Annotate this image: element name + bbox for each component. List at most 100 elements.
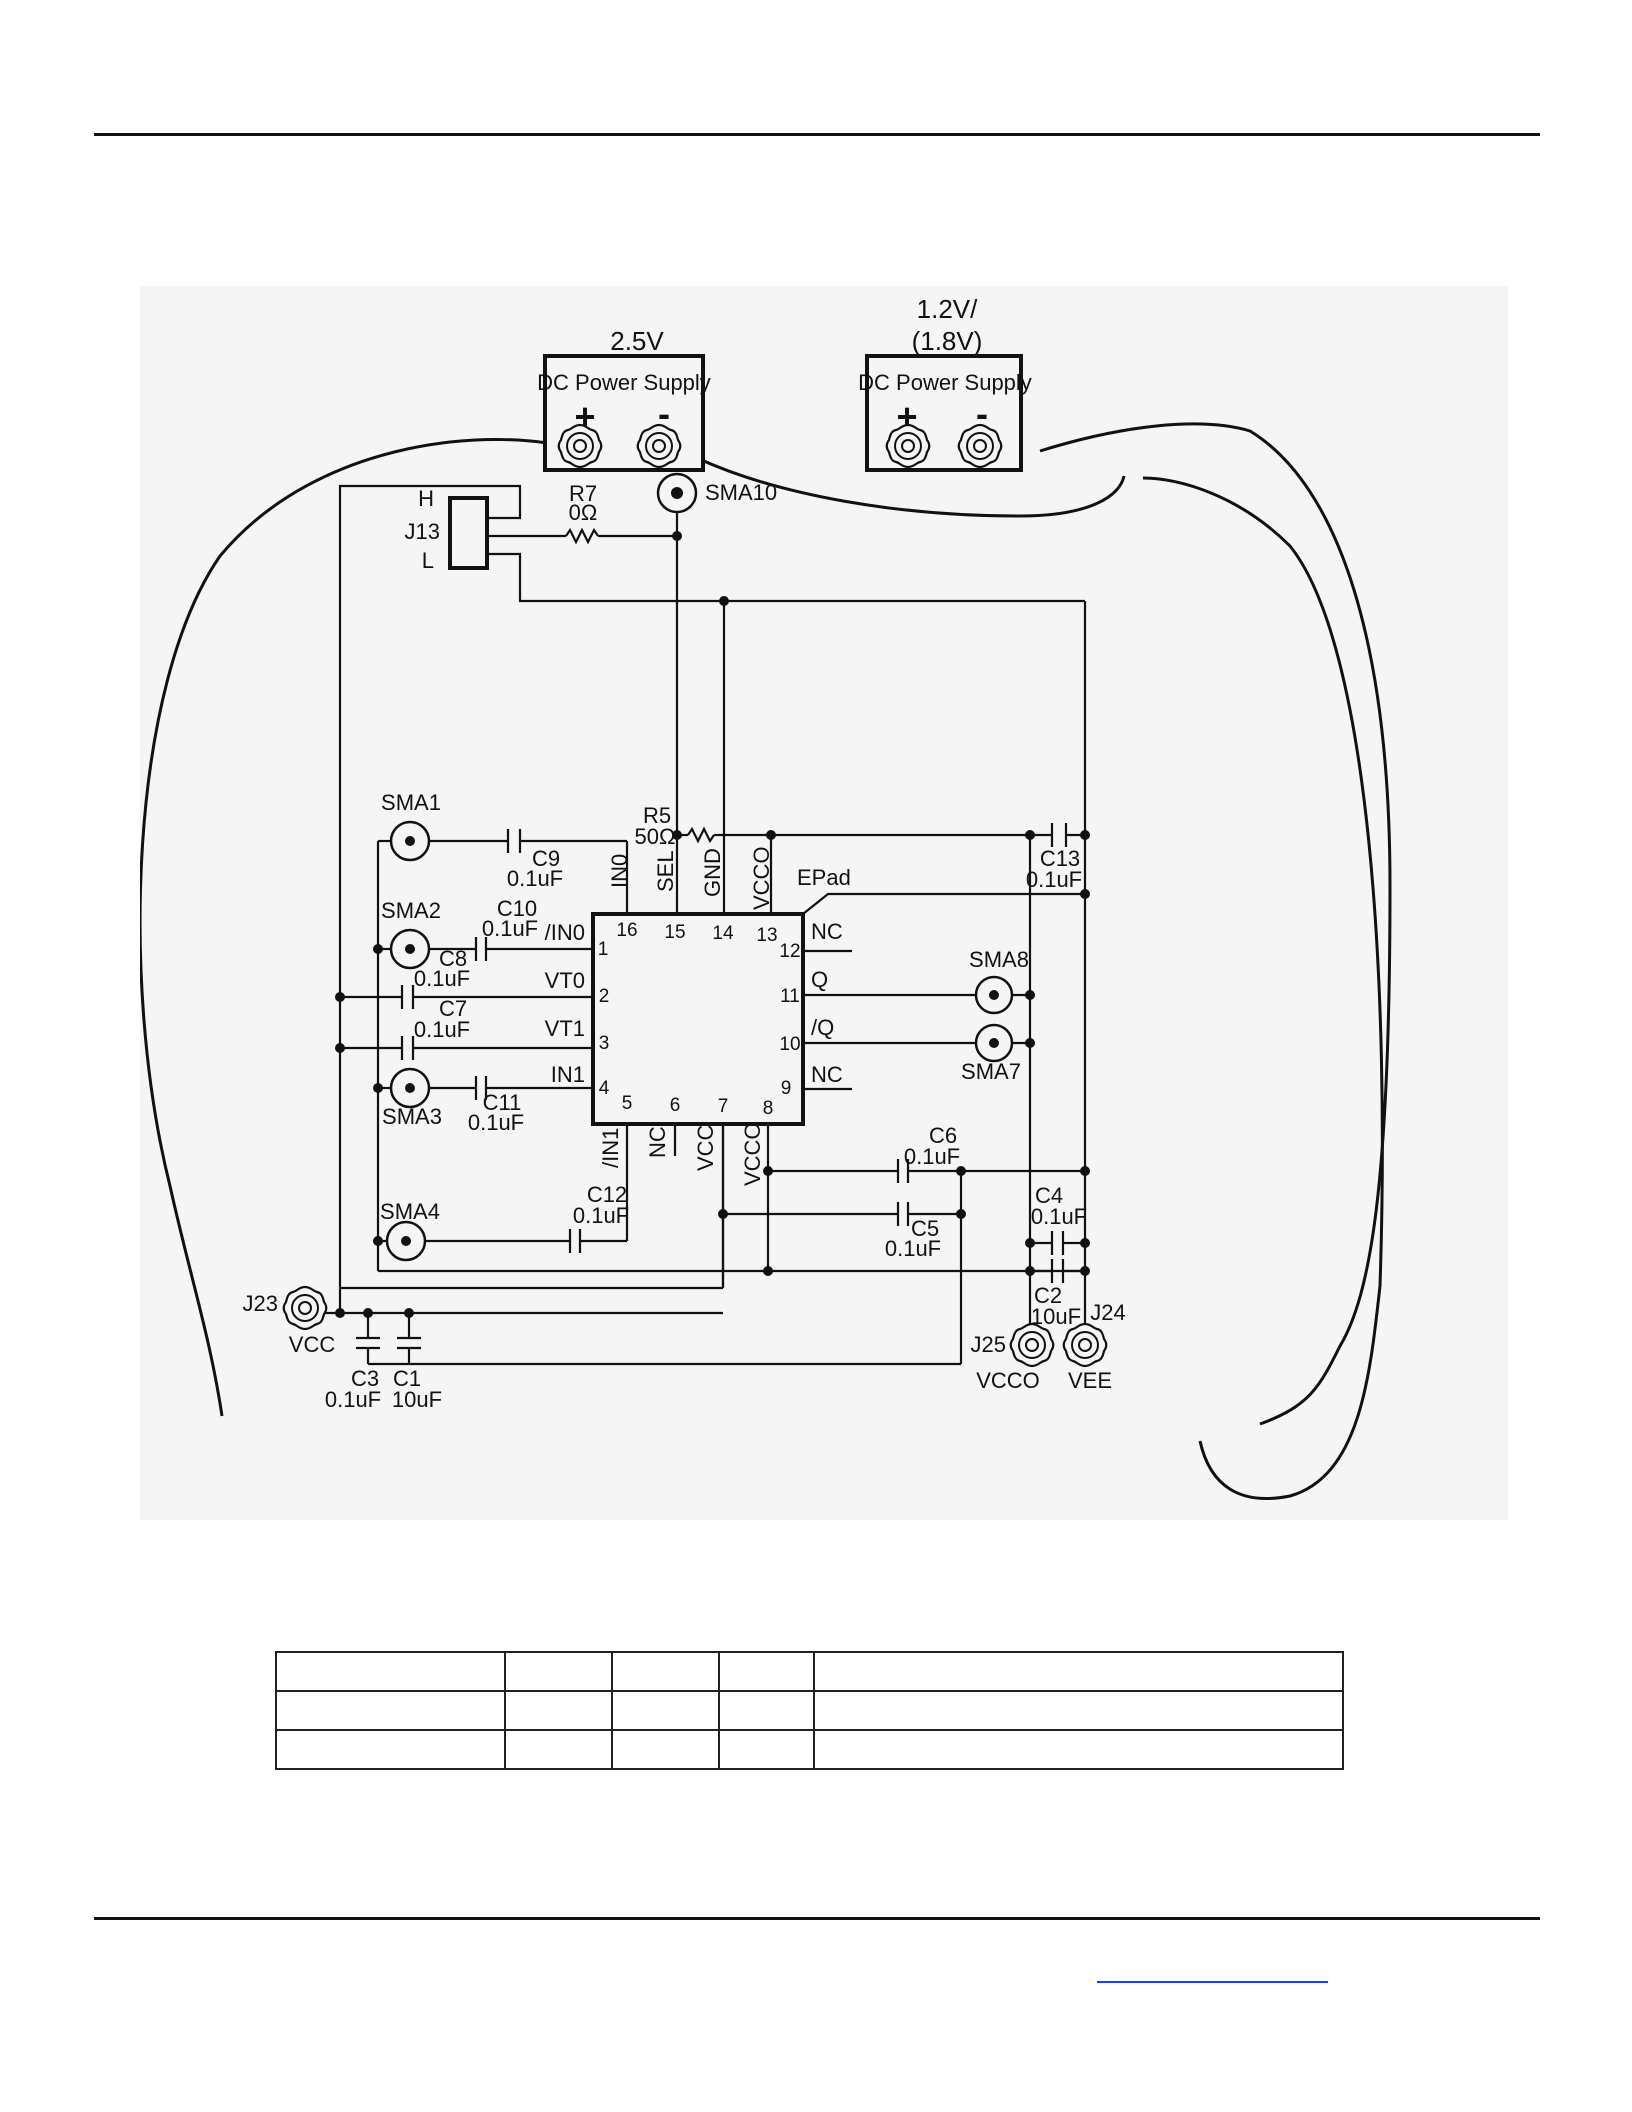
cable-vcc (140, 438, 579, 1417)
pin-11-name: Q (811, 967, 828, 992)
pin-3-name: VT1 (545, 1016, 585, 1041)
sma8-label: SMA8 (969, 947, 1029, 972)
sma10-connector: SMA10 (656, 472, 777, 514)
c9-value: 0.1uF (507, 866, 563, 891)
c10-value: 0.1uF (482, 916, 538, 941)
j23-net-label: VCC (289, 1332, 336, 1357)
sma2-connector: SMA2 (381, 898, 441, 970)
pin-9-number: 9 (781, 1078, 792, 1099)
pin-10-name: /Q (811, 1015, 834, 1040)
r5-ref: R5 (643, 803, 671, 828)
c12-ref: C12 (587, 1182, 627, 1207)
pin-7-number: 7 (718, 1096, 729, 1117)
j25-label: J25 (971, 1332, 1006, 1357)
c11-ref: C11 (483, 1090, 522, 1115)
sma10-label: SMA10 (705, 480, 777, 505)
cable-ground-link (696, 456, 1126, 518)
table-row (275, 1651, 1344, 1692)
supply1-title: DC Power Supply (537, 370, 711, 395)
cable-vcco (1142, 476, 1384, 1501)
pin-5-number: 5 (622, 1093, 633, 1114)
pin-14-name: GND (700, 848, 725, 897)
pin-4-number: 4 (599, 1078, 610, 1099)
sma7-label: SMA7 (961, 1059, 1021, 1084)
pin-13-number: 13 (756, 925, 777, 946)
c1-ref: C1 (393, 1366, 421, 1391)
c13-ref: C13 (1040, 846, 1080, 871)
sma8-connector: SMA8 (969, 947, 1029, 1015)
pin-6-name: NC (645, 1126, 670, 1158)
supply1-minus-terminal-icon (636, 423, 682, 469)
pin-1-number: 1 (598, 939, 609, 960)
pin-15-name: SEL (653, 850, 678, 892)
jumper-ref: J13 (405, 519, 440, 544)
pin-3-number: 3 (599, 1033, 610, 1054)
c5-value: 0.1uF (885, 1236, 941, 1261)
sma3-connector: SMA3 (382, 1067, 442, 1129)
pin-6-number: 6 (670, 1095, 681, 1116)
c7-value: 0.1uF (414, 1017, 470, 1042)
pin-1-name: /IN0 (545, 920, 585, 945)
sma4-label: SMA4 (380, 1199, 440, 1224)
pin-13-name: VCCO (749, 846, 774, 910)
jumper-high-label: H (418, 486, 434, 511)
pin-14-number: 14 (712, 923, 734, 944)
j23-label: J23 (243, 1291, 278, 1316)
c6-ref: C6 (929, 1123, 957, 1148)
pin-7-name: VCC (693, 1124, 718, 1171)
pin-12-number: 12 (779, 941, 800, 962)
c10-ref: C10 (497, 896, 537, 921)
dc-power-supply-2v5: 2.5V DC Power Supply + - (537, 326, 711, 472)
pin-11-number: 11 (780, 986, 800, 1007)
r7-value: 0Ω (569, 500, 598, 525)
c13-value: 0.1uF (1026, 867, 1082, 892)
sma3-label: SMA3 (382, 1104, 442, 1129)
dc-power-supply-1v2: 1.2V/ (1.8V) DC Power Supply + - (858, 294, 1032, 472)
pin-8-name: VCCO (740, 1122, 765, 1186)
cable-vee (1039, 422, 1392, 1426)
footer-rule (94, 1917, 1540, 1920)
table-row (275, 1729, 1344, 1770)
epad-label: EPad (797, 865, 851, 890)
c8-ref: C8 (439, 946, 467, 971)
j24-label: J24 (1090, 1300, 1125, 1325)
footer-link-underline[interactable] (1097, 1981, 1328, 1983)
sma7-connector: SMA7 (961, 1023, 1021, 1084)
pin-2-number: 2 (599, 986, 610, 1007)
j25-binding-post-icon (1009, 1322, 1055, 1368)
c4-ref: C4 (1035, 1183, 1063, 1208)
j24-net-label: VEE (1068, 1368, 1112, 1393)
supply2-minus-terminal-icon (957, 423, 1003, 469)
c2-value: 10uF (1031, 1304, 1081, 1329)
sma4-connector: SMA4 (380, 1199, 440, 1262)
pin-12-name: NC (811, 919, 843, 944)
j23-binding-post-icon (282, 1285, 328, 1331)
ic-package: 1 2 3 4 5 6 7 8 9 10 11 12 13 14 15 16 (591, 912, 805, 1126)
pin-10-number: 10 (779, 1034, 800, 1055)
pin-15-number: 15 (664, 922, 685, 943)
r7-ref: R7 (569, 481, 597, 506)
pin-9-name: NC (811, 1062, 843, 1087)
c4-value: 0.1uF (1031, 1204, 1087, 1229)
c3-ref: C3 (351, 1366, 379, 1391)
supply2-title: DC Power Supply (858, 370, 1032, 395)
sma1-label: SMA1 (381, 790, 441, 815)
c12-value: 0.1uF (573, 1203, 629, 1228)
sma10-connector-icon (671, 487, 683, 499)
table-row (275, 1690, 1344, 1731)
c5-ref: C5 (911, 1216, 939, 1241)
c6-value: 0.1uF (904, 1144, 960, 1169)
supply1-plus-terminal-icon (557, 423, 603, 469)
supply2-minus: - (976, 393, 988, 434)
supply1-minus: - (658, 393, 670, 434)
j25-net-label: VCCO (976, 1368, 1040, 1393)
pin-2-name: VT0 (545, 968, 585, 993)
capacitor-plates (356, 823, 1068, 1350)
pin-5-name: /IN1 (598, 1128, 623, 1168)
c11-value: 0.1uF (468, 1110, 524, 1135)
c1-value: 10uF (392, 1387, 442, 1412)
c9-ref: C9 (532, 846, 560, 871)
pin-4-name: IN1 (551, 1062, 585, 1087)
supply2-voltage-line2: (1.8V) (912, 326, 983, 356)
c3-value: 0.1uF (325, 1387, 381, 1412)
